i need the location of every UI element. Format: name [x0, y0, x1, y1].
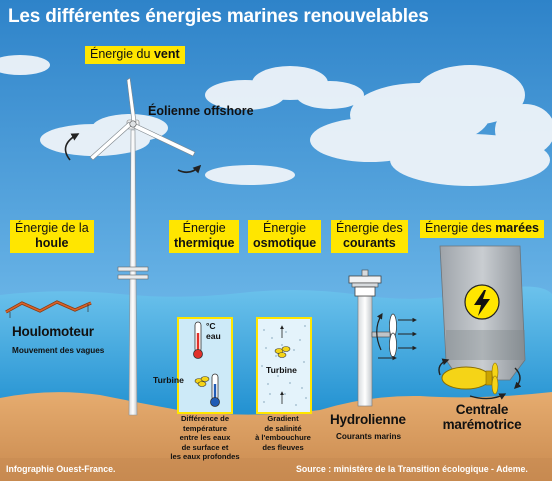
- courants-marins-label: Courants marins: [336, 432, 402, 441]
- tidal-power-plant: [439, 245, 526, 395]
- credit-right: Source : ministère de la Transition écol…: [296, 464, 528, 474]
- osmotique-desc-line: de salinité: [264, 423, 302, 433]
- rotation-arrow-icon: [376, 312, 383, 351]
- houlomoteur-label: Houlomoteur: [12, 324, 94, 339]
- tag-houle-line2: houle: [35, 236, 69, 250]
- credit-left: Infographie Ouest-France.: [6, 464, 116, 474]
- tag-thermique-line2: thermique: [174, 236, 235, 250]
- turbine-osmotique-label: Turbine: [266, 365, 297, 375]
- mouvement-label: Mouvement des vagues: [12, 346, 105, 355]
- tag-marees: Énergie des marées: [420, 220, 544, 238]
- tag-osmotique-line1: Énergie: [263, 221, 307, 235]
- hydrolienne-label: Hydrolienne: [330, 412, 406, 427]
- wave-energy-converter: [5, 300, 92, 318]
- rotation-arrow-icon: [438, 358, 450, 376]
- thermique-desc-line: entre les eaux: [179, 433, 231, 443]
- thermal-panel: [177, 317, 233, 414]
- osmotique-desc-line: à l'embouchure: [255, 433, 311, 443]
- degree-label: °C: [206, 321, 216, 331]
- lightning-bolt-icon: [464, 284, 500, 320]
- tag-marees-keyword: marées: [495, 221, 539, 235]
- thermique-desc-line: température: [183, 423, 227, 433]
- tag-vent: Énergie du vent: [85, 46, 185, 64]
- centrale-label: Centrale marémotrice: [432, 402, 532, 432]
- seabed: [0, 392, 552, 481]
- thermique-desc-line: les eaux profondes: [170, 452, 240, 462]
- turbine-thermique-label: Turbine: [153, 375, 184, 385]
- osmotic-panel: [256, 317, 312, 414]
- rotation-arrow-icon: [177, 164, 202, 174]
- tag-courants-line1: Énergie des: [336, 221, 403, 235]
- rotation-arrow-icon: [64, 133, 80, 161]
- centrale-label-line1: Centrale: [455, 402, 509, 417]
- rotation-arrow-icon: [514, 367, 522, 389]
- credit-band: [0, 458, 552, 481]
- tag-thermique-line1: Énergie: [182, 221, 226, 235]
- eau-label: eau: [206, 331, 221, 341]
- thermique-description: Différence de température entre les eaux…: [165, 414, 245, 462]
- tag-marees-prefix: Énergie des: [425, 221, 496, 235]
- clouds: [0, 55, 552, 186]
- tag-houle-line1: Énergie de la: [15, 221, 89, 235]
- thermique-desc-line: Différence de: [180, 414, 230, 423]
- tag-courants-line2: courants: [342, 236, 396, 250]
- thermique-desc-line: de surface et: [181, 442, 229, 452]
- rotation-arrow-icon: [469, 393, 507, 400]
- osmotique-desc-line: Gradient: [267, 414, 299, 423]
- eolienne-label: Éolienne offshore: [148, 104, 254, 118]
- osmotique-description: Gradient de salinité à l'embouchure des …: [247, 414, 319, 452]
- page-title: Les différentes énergies marines renouve…: [8, 6, 429, 27]
- tag-vent-keyword: vent: [153, 47, 180, 61]
- osmotique-desc-line: des fleuves: [262, 442, 304, 452]
- centrale-label-line2: marémotrice: [442, 417, 522, 432]
- tidal-turbine: [348, 269, 417, 407]
- tag-vent-prefix: Énergie du: [90, 47, 154, 61]
- offshore-wind-turbine: [89, 77, 196, 416]
- tag-osmotique-line2: osmotique: [253, 236, 317, 250]
